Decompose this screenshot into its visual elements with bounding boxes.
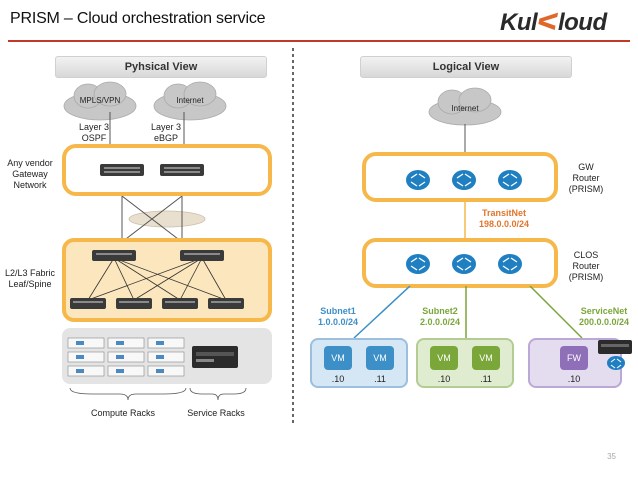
fabric-leaf-spine xyxy=(70,250,244,309)
switch-icon xyxy=(100,164,144,176)
vm-box: VM xyxy=(430,346,458,370)
view-divider xyxy=(292,48,294,426)
cloud-mpls-label: MPLS/VPN xyxy=(79,96,121,105)
vm-box: VM xyxy=(324,346,352,370)
title-underline xyxy=(8,40,630,42)
cloud-internet-label: Internet xyxy=(176,96,204,105)
compute-racks-label: Compute Racks xyxy=(90,408,156,418)
fw-ip: .10 xyxy=(567,374,581,384)
router-icon xyxy=(406,254,430,274)
router-icon xyxy=(452,170,476,190)
logical-view-heading: Logical View xyxy=(360,56,572,78)
gateway-switches xyxy=(100,164,204,176)
page-title: PRISM – Cloud orchestration service xyxy=(10,10,266,27)
logical-cloud-label: Internet xyxy=(451,104,479,113)
cloud-icon xyxy=(153,81,227,121)
racks-servers xyxy=(67,337,238,377)
router-icon xyxy=(498,170,522,190)
switch-icon xyxy=(160,164,204,176)
service-appliance-icon xyxy=(192,346,238,368)
leaf-switch-icon xyxy=(208,298,244,309)
transit-link xyxy=(464,202,466,238)
gateway-fabric-links xyxy=(121,196,206,242)
cloud-icon xyxy=(63,81,137,121)
router-icon xyxy=(452,254,476,274)
logo-text-left: Kul xyxy=(500,9,538,36)
logo-text-right: loud xyxy=(557,9,607,36)
vm-ip: .10 xyxy=(437,374,451,384)
spine-switch-icon xyxy=(180,250,224,261)
firewall-box: FW xyxy=(560,346,588,370)
rack-braces xyxy=(69,387,247,401)
logo-c-mark: ᐸ xyxy=(537,9,558,36)
server-rack-icon xyxy=(67,337,185,377)
leaf-switch-icon xyxy=(70,298,106,309)
vm-ip: .10 xyxy=(331,374,345,384)
vm-ip: .11 xyxy=(480,374,492,384)
internet-link xyxy=(464,126,466,156)
service-racks-label: Service Racks xyxy=(187,408,245,418)
service-appliance-icon xyxy=(598,340,632,370)
physical-clouds xyxy=(63,81,227,121)
spine-switch-icon xyxy=(92,250,136,261)
page-number: 35 xyxy=(607,452,616,461)
gw-routers xyxy=(406,170,522,190)
router-icon xyxy=(406,170,430,190)
vm-box: VM xyxy=(366,346,394,370)
router-icon xyxy=(498,254,522,274)
kulcloud-logo: Kulᐸloud xyxy=(500,8,607,37)
cloud-icon xyxy=(428,87,502,126)
vm-box: VM xyxy=(472,346,500,370)
logical-cloud xyxy=(428,87,502,128)
physical-view-heading: Pyhsical View xyxy=(55,56,267,78)
leaf-switch-icon xyxy=(162,298,198,309)
leaf-switch-icon xyxy=(116,298,152,309)
vm-ip: .11 xyxy=(374,374,386,384)
subnet-links xyxy=(353,286,583,339)
clos-routers xyxy=(406,254,522,274)
